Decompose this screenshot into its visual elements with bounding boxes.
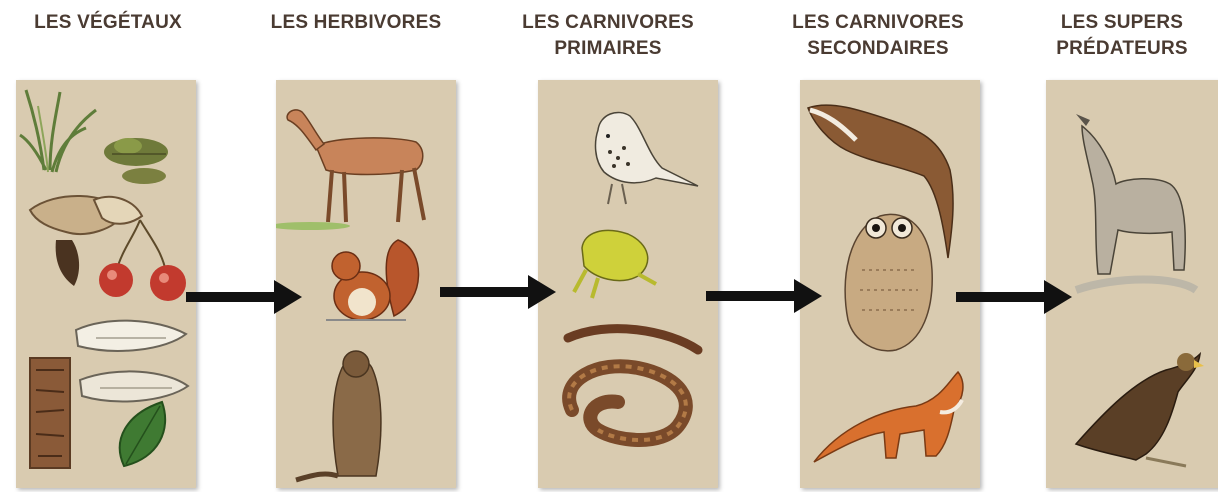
grass-illustration xyxy=(20,90,96,172)
snake-illustration xyxy=(568,329,698,440)
fox-illustration xyxy=(814,372,963,462)
deer-illustration xyxy=(276,110,424,230)
eagle-illustration xyxy=(1076,353,1204,466)
frog-illustration xyxy=(574,230,656,298)
arrow-vegetaux-to-herbivores xyxy=(186,277,306,317)
arrow-secondaires-to-supers-predateurs xyxy=(956,277,1076,317)
marmot-illustration xyxy=(296,351,381,480)
red-berries-illustration xyxy=(99,220,186,301)
leaf-illustration xyxy=(120,402,165,466)
arrow-herbivores-to-carnivores-primaires xyxy=(440,272,560,312)
stage-title-supers-predateurs: LES SUPERS PRÉDATEURS xyxy=(1012,10,1218,62)
arrow-primaires-to-secondaires xyxy=(706,276,826,316)
wolf-illustration xyxy=(1076,114,1196,290)
panel-carnivores-secondaires xyxy=(800,80,980,488)
fungi-illustration xyxy=(76,321,188,402)
stage-title-herbivores: LES HERBIVORES xyxy=(246,10,466,36)
moss-illustration xyxy=(104,138,168,184)
stage-title-carnivores-secondaires: LES CARNIVORES SECONDAIRES xyxy=(768,10,988,62)
stage-title-vegetaux: LES VÉGÉTAUX xyxy=(0,10,218,36)
panel-vegetaux xyxy=(16,80,196,488)
thrush-illustration xyxy=(596,112,698,204)
panel-carnivores-primaires xyxy=(538,80,718,488)
owl-illustration xyxy=(845,214,932,350)
bark-illustration xyxy=(30,358,70,468)
stage-title-carnivores-primaires: LES CARNIVORES PRIMAIRES xyxy=(498,10,718,62)
squirrel-illustration xyxy=(326,240,419,320)
